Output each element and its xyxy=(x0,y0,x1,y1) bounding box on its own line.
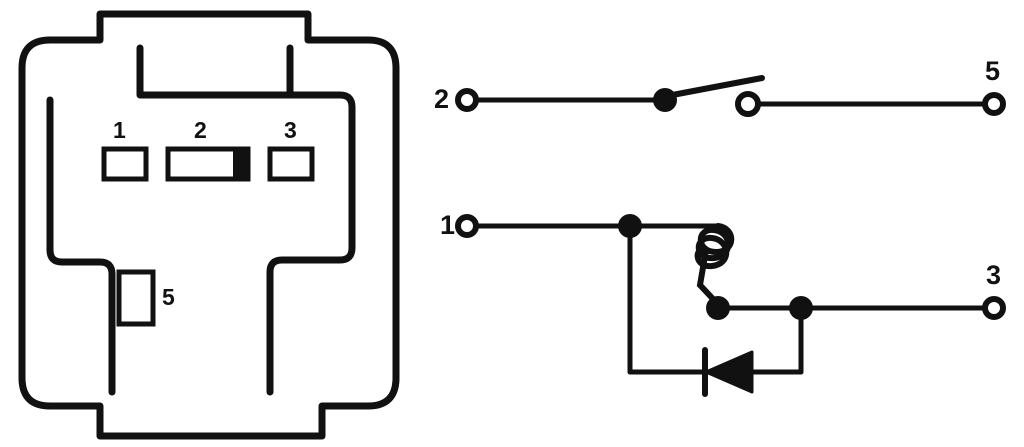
contact-circuit-group xyxy=(455,75,1006,117)
switch-open-contact-circle xyxy=(735,91,761,117)
pin-slot-5 xyxy=(116,269,156,327)
diode-right-junction-dot xyxy=(789,296,813,320)
terminal-3-label: 3 xyxy=(986,260,1002,290)
pin-3-label: 3 xyxy=(284,117,297,143)
flyback-diode-symbol xyxy=(702,347,754,397)
connector-inner-right-wall xyxy=(266,91,356,396)
terminal-1-label: 1 xyxy=(440,210,456,240)
pin-slot-1 xyxy=(101,146,149,182)
coil-top-junction-dot xyxy=(618,214,642,238)
connector-outer-outline xyxy=(18,10,400,440)
connector-outline-group xyxy=(18,10,400,440)
switch-arm xyxy=(664,75,765,99)
coil-circuit-group xyxy=(455,214,1006,375)
coil-bottom-junction-dot xyxy=(706,296,730,320)
relay-coil-helix xyxy=(694,223,735,303)
pin-1-label: 1 xyxy=(113,117,126,143)
terminal-5-label: 5 xyxy=(985,56,1001,86)
terminal-3-circle xyxy=(982,296,1006,320)
terminal-5-circle xyxy=(982,92,1006,116)
pin-slot-2-keyed-fill xyxy=(233,148,249,180)
connector-inner-top-recess xyxy=(136,44,294,99)
switch-pivot-dot xyxy=(653,88,677,112)
diode-anode-triangle xyxy=(704,350,754,394)
connector-inner-left-wall xyxy=(46,96,116,396)
pin-5-label: 5 xyxy=(162,284,175,310)
connector-pin-slots-group xyxy=(101,146,315,327)
pin-slot-3 xyxy=(267,146,315,182)
terminal-1-circle xyxy=(455,214,479,238)
terminal-2-label: 2 xyxy=(434,84,450,114)
terminal-2-circle xyxy=(455,88,479,112)
pin-2-label: 2 xyxy=(194,117,207,143)
